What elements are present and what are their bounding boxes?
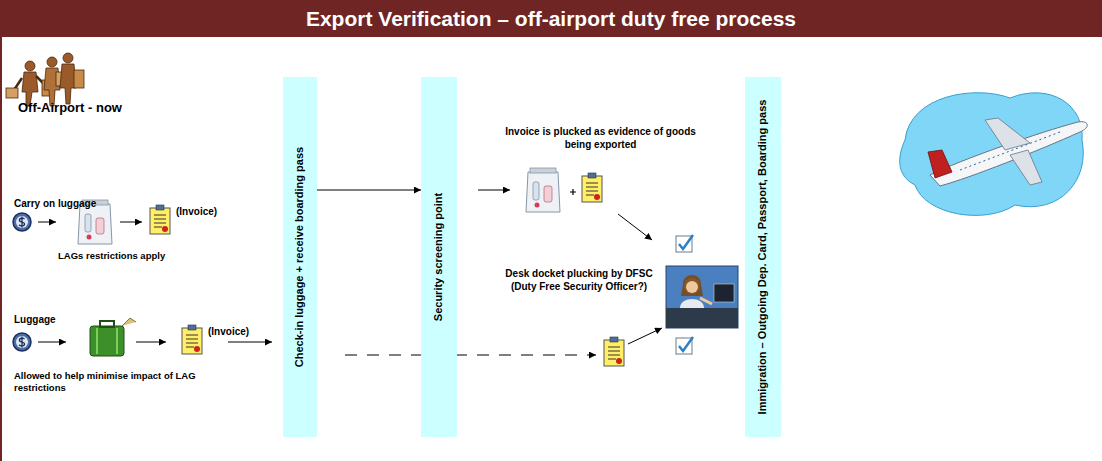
money-icon <box>13 333 31 351</box>
checkbox-icon <box>676 235 693 252</box>
airplane-picture <box>900 93 1088 216</box>
suitcase-icon <box>90 318 136 356</box>
plus-sign <box>570 189 576 195</box>
flow-arrow <box>228 342 272 343</box>
flow-arrow <box>136 342 166 343</box>
process-band: Security screening point <box>421 77 457 437</box>
docket-icon <box>604 337 624 366</box>
note-label: Allowed to help minimise impact of LAG r… <box>14 370 219 394</box>
flow-arrow <box>38 342 66 343</box>
flow-arrow <box>628 328 662 344</box>
band-text: Security screening point <box>432 87 445 427</box>
band-text: Check-in luggage + receive boarding pass <box>293 87 306 427</box>
note-label: Luggage <box>14 314 114 327</box>
note-label: Invoice is plucked as evidence of goods … <box>498 126 703 151</box>
flow-arrow <box>38 222 56 223</box>
flow-arrow <box>120 222 142 223</box>
checkbox-icon <box>676 337 693 354</box>
process-band: Check-in luggage + receive boarding pass <box>283 77 317 437</box>
flow-arrow <box>317 190 421 191</box>
frame-edge <box>0 37 2 461</box>
lags-bag-icon <box>526 168 560 212</box>
note-label: Off-Airport - now <box>18 100 218 116</box>
invoice-icon <box>582 173 602 202</box>
note-label: LAGs restrictions apply <box>58 250 208 262</box>
dashed-flow-line <box>345 355 596 356</box>
travellers-figure <box>6 53 84 106</box>
flow-arrow <box>618 214 652 240</box>
note-label: Desk docket plucking by DFSC (Duty Free … <box>498 268 660 293</box>
note-label: (Invoice) <box>208 326 278 339</box>
process-band: Immigration – Outgoing Dep. Card, Passpo… <box>745 77 781 437</box>
officer-picture <box>666 266 738 328</box>
title-bar: Export Verification – off-airport duty f… <box>0 0 1102 37</box>
title-text: Export Verification – off-airport duty f… <box>306 7 796 31</box>
money-icon <box>13 213 31 231</box>
invoice-icon <box>182 325 202 354</box>
flow-arrow <box>478 190 510 191</box>
note-label: Carry on luggage <box>14 198 134 211</box>
note-label: (Invoice) <box>176 206 246 219</box>
invoice-icon <box>150 205 170 234</box>
band-text: Immigration – Outgoing Dep. Card, Passpo… <box>756 87 769 427</box>
